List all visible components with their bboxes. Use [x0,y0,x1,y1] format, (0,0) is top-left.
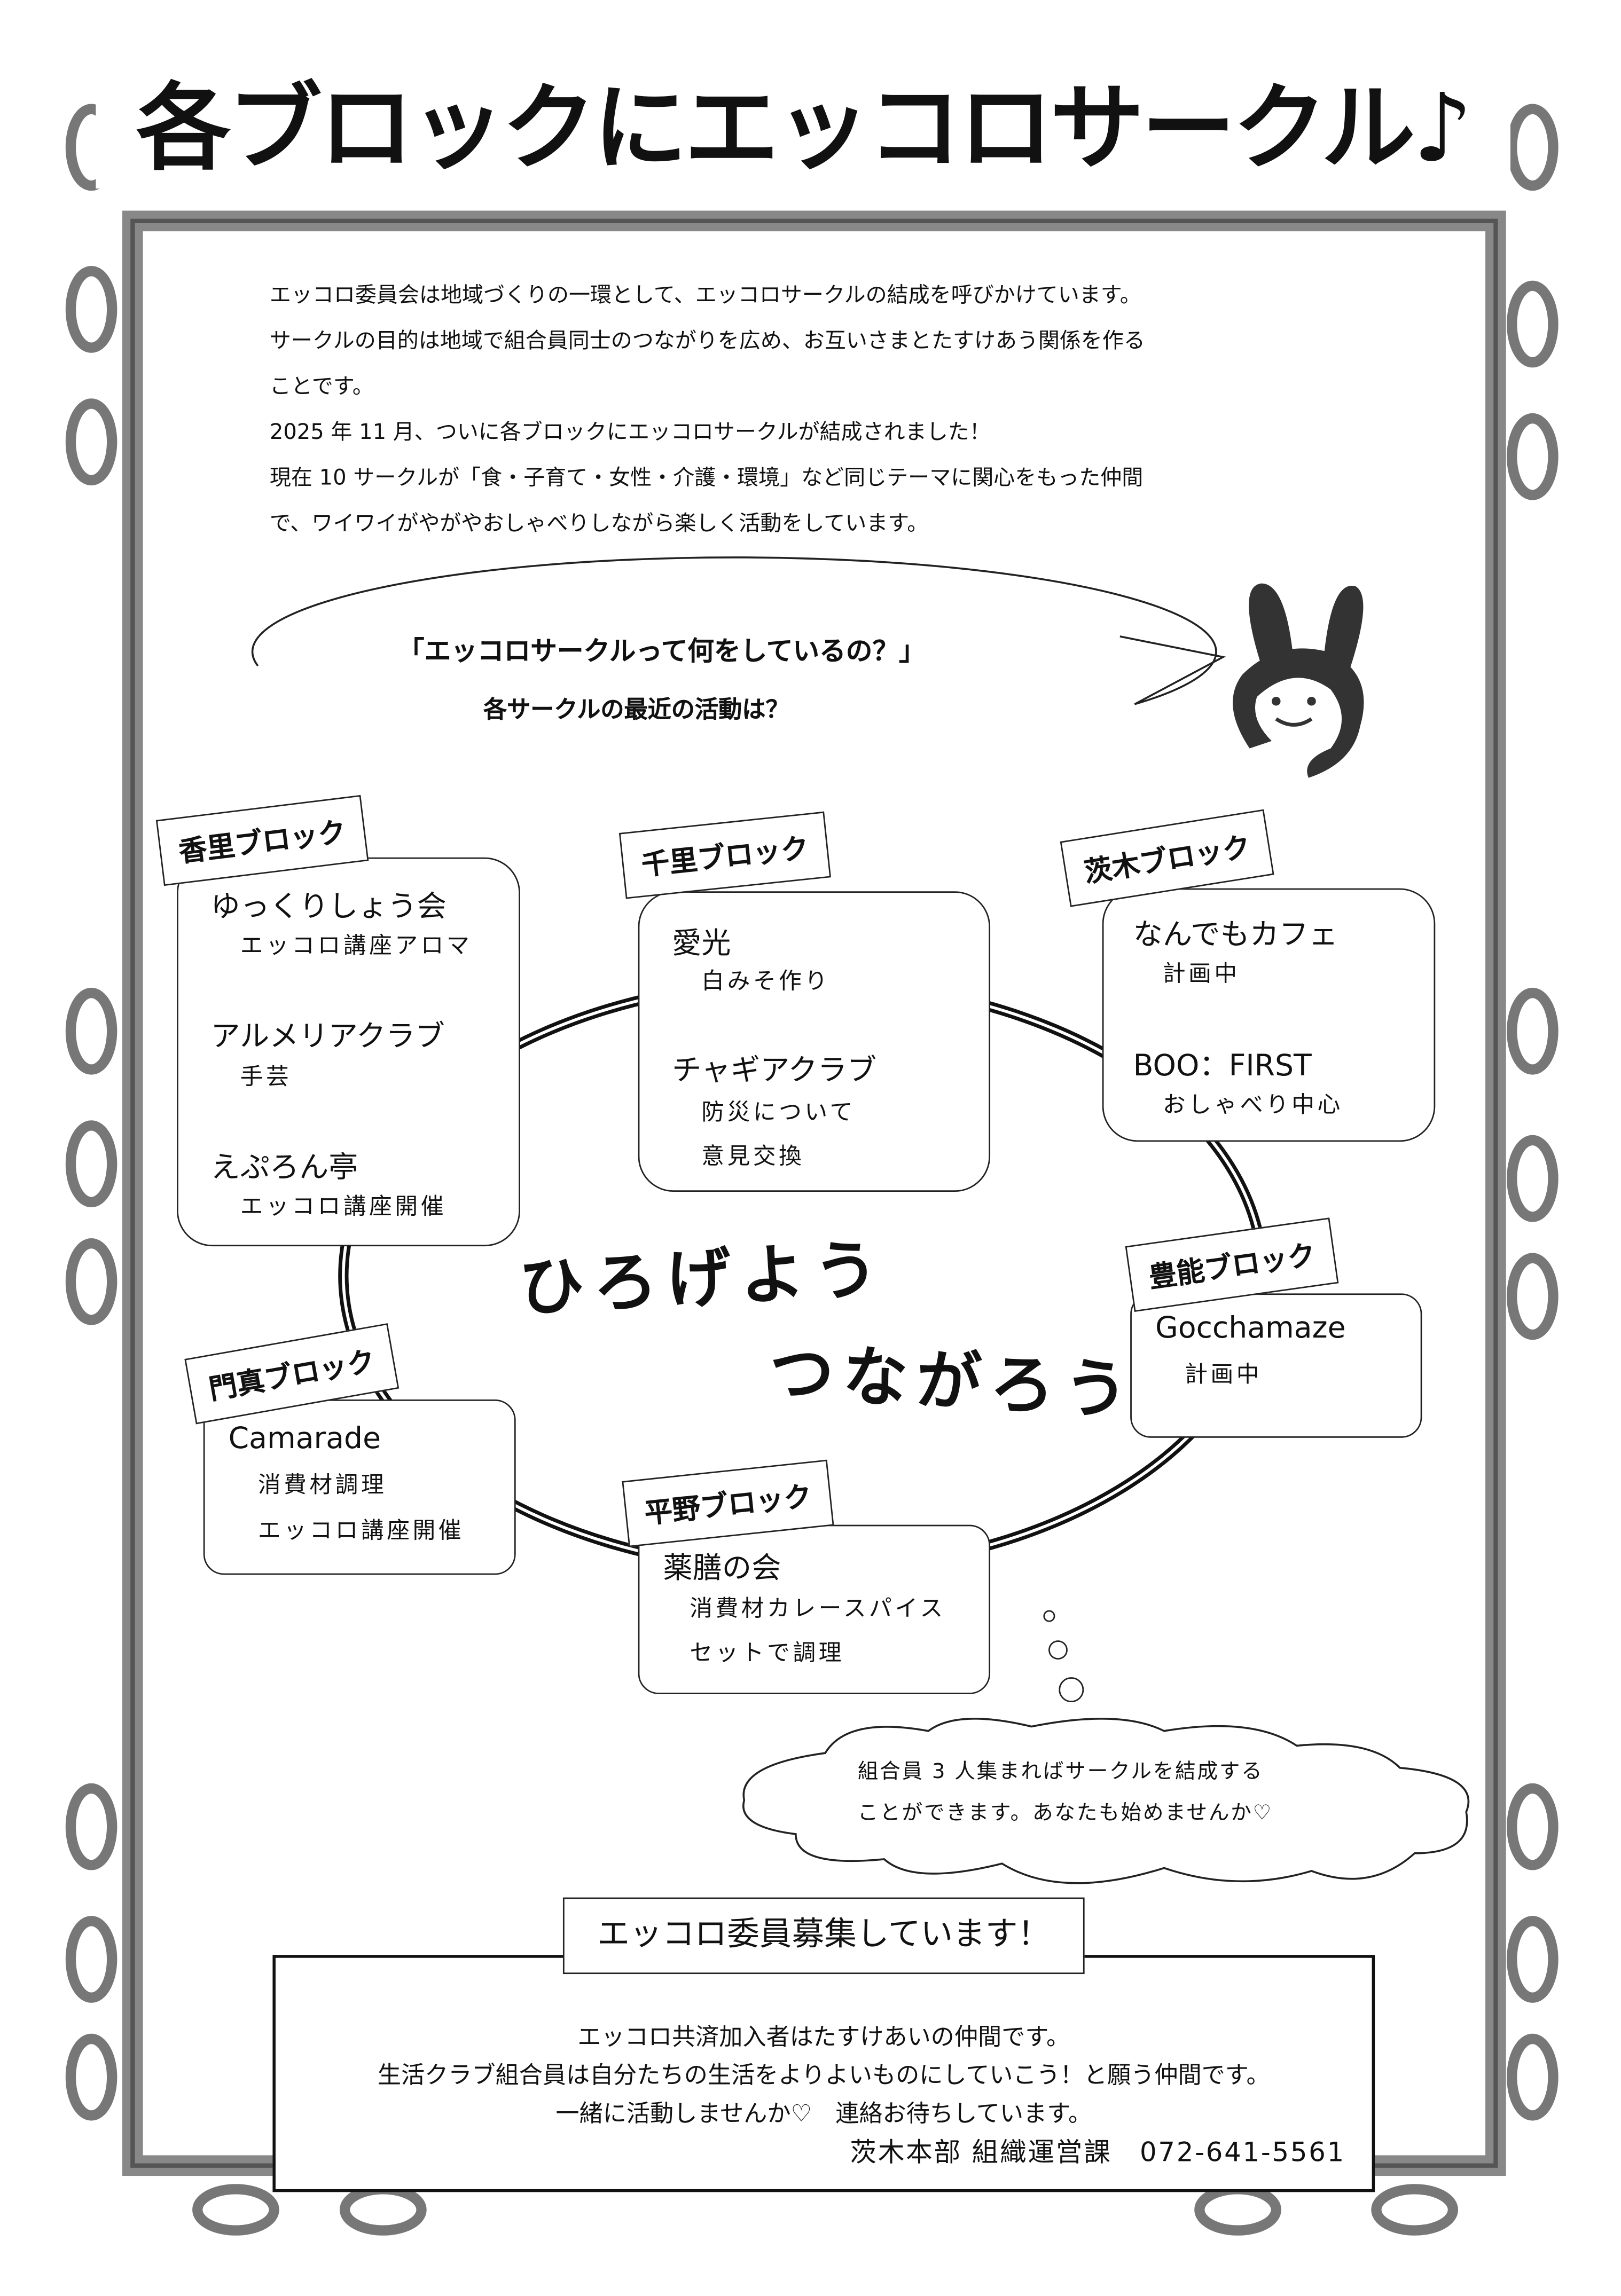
speech-bubble-question: 「エッコロサークルって何をしているの？」 [397,636,926,667]
slogan-line-2: つながろう [767,1335,1139,1430]
circle-activity: エッコロ講座アロマ [240,932,473,960]
circle-name: 薬膳の会 [663,1550,781,1585]
circle-activity: 消費材調理 [257,1472,387,1498]
intro-line: エッコロ委員会は地域づくりの一環として、エッコロサークルの結成を呼びかけています… [269,284,1141,308]
bunny-mascot-icon [1233,583,1364,778]
circle-activity: 計画中 [1185,1361,1263,1388]
speech-bubble-subtitle: 各サークルの最近の活動は？ [483,695,789,724]
circle-activity: 手芸 [240,1063,292,1090]
circle-name: Camarade [228,1420,381,1456]
cloud-text-line-1: 組合員 3 人集まればサークルを結成する [857,1760,1264,1784]
block-box-ibaraki: なんでもカフェ 計画中 BOO：FIRST おしゃべり中心 [1102,888,1436,1142]
circle-name: BOO：FIRST [1133,1047,1312,1083]
intro-line: で、ワイワイがやがやおしゃべりしながら楽しく活動をしています。 [269,513,929,537]
circle-name: ゆっくりしょう会 [210,888,447,924]
block-box-kadoma: Camarade 消費材調理 エッコロ講座開催 [203,1399,516,1575]
page-title: 各ブロックにエッコロサークル♪ [96,70,1510,189]
block-box-hirano: 薬膳の会 消費材カレースパイス セットで調理 [638,1524,991,1694]
recruit-line: 生活クラブ組合員は自分たちの生活をよりよいものにしていこう！と願う仲間です。 [377,2061,1270,2089]
circle-activity: 防災について [701,1099,856,1126]
circle-activity: エッコロ講座開催 [257,1517,465,1544]
contact-info: 茨木本部 組織運営課 072-641-5561 [850,2137,1345,2169]
block-box-kori: ゆっくりしょう会 エッコロ講座アロマ アルメリアクラブ 手芸 えぷろん亭 エッコ… [177,857,520,1247]
slogan-line-1: ひろげよう [517,1232,889,1327]
circle-activity: おしゃべり中心 [1162,1091,1343,1119]
intro-line: ことです。 [269,375,374,399]
circle-name: えぷろん亭 [210,1149,358,1185]
cloud-text-line-2: ことができます。あなたも始めませんか♡ [857,1802,1273,1826]
intro-line: サークルの目的は地域で組合員同士のつながりを広め、お互いさまとたすけあう関係を作… [269,330,1145,354]
circle-name: なんでもカフェ [1133,916,1338,952]
recruit-box: エッコロ共済加入者はたすけあいの仲間です。 生活クラブ組合員は自分たちの生活をよ… [272,1955,1375,2192]
circle-activity: 意見交換 [701,1143,805,1170]
intro-line: 2025 年 11 月、ついに各ブロックにエッコロサークルが結成されました！ [269,421,991,445]
recruit-line: エッコロ共済加入者はたすけあいの仲間です。 [577,2023,1070,2051]
circle-activity: 計画中 [1162,960,1240,987]
circle-name: アルメリアクラブ [210,1018,445,1053]
circle-name: Gocchamaze [1155,1309,1346,1345]
block-box-toyono: Gocchamaze 計画中 [1130,1293,1422,1438]
circle-activity: エッコロ講座開催 [240,1193,447,1220]
circle-name: チャギアクラブ [672,1051,877,1088]
block-box-senri: 愛光 白みそ作り チャギアクラブ 防災について 意見交換 [638,891,991,1192]
circle-activity: セットで調理 [690,1639,844,1666]
intro-line: 現在 10 サークルが「食・子育て・女性・介護・環境」など同じテーマに関心をもっ… [269,467,1144,491]
circle-name: 愛光 [672,925,731,961]
recruit-line: 一緒に活動しませんか♡ 連絡お待ちしています。 [555,2099,1092,2127]
circle-activity: 消費材カレースパイス [690,1595,946,1622]
circle-activity: 白みそ作り [701,968,831,995]
intro-text: エッコロ委員会は地域づくりの一環として、エッコロサークルの結成を呼びかけています… [270,274,1390,548]
recruit-heading: エッコロ委員募集しています！ [562,1897,1085,1975]
